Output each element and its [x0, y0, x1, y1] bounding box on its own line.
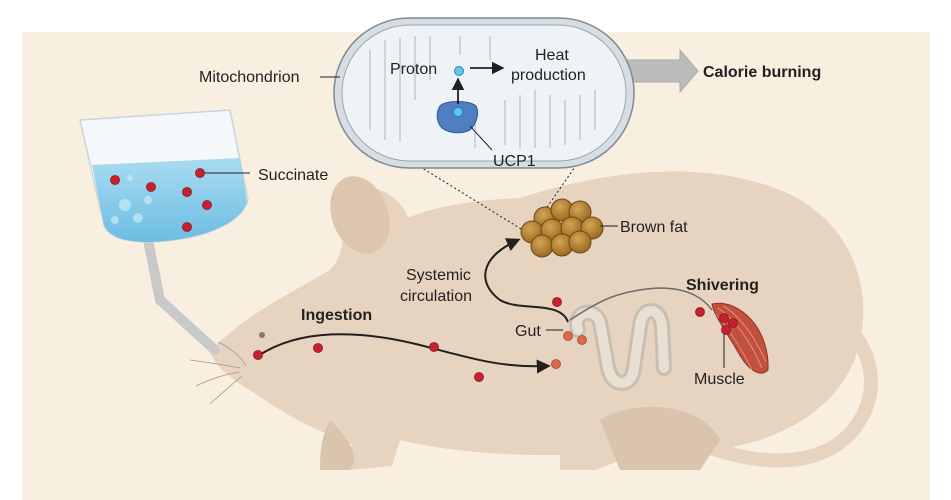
systemic-label-line1: Systemic: [406, 267, 471, 284]
pathway-succinate-dots: [253, 297, 738, 382]
ucp1-leader: [469, 125, 493, 151]
proton-dot-upper: [454, 66, 464, 76]
proton-dot-lower: [453, 107, 463, 117]
proton-label: Proton: [390, 61, 437, 78]
muscle-label: Muscle: [694, 371, 745, 388]
succinate-dot: [728, 318, 738, 328]
mouse-front-leg: [320, 420, 354, 470]
succinate-dot: [719, 313, 729, 323]
succinate-dot: [313, 343, 323, 353]
systemic-label-line2: circulation: [400, 288, 472, 305]
mitochondrion-label: Mitochondrion: [199, 69, 300, 86]
succinate-dot: [563, 331, 573, 341]
succinate-label: Succinate: [258, 167, 328, 184]
succinate-dot: [551, 359, 561, 369]
mouse-hind-leg: [600, 406, 720, 470]
succinate-dot: [552, 297, 562, 307]
heat-label-line2: production: [511, 67, 586, 84]
mouse-ear: [330, 176, 390, 254]
gut-succinate-dots: [551, 331, 587, 369]
succinate-dot: [146, 182, 156, 192]
succinate-dot: [182, 187, 192, 197]
shivering-label: Shivering: [686, 277, 759, 294]
mouse-eye: [259, 332, 265, 338]
ucp1-icon: [436, 101, 479, 134]
succinate-dot: [202, 200, 212, 210]
succinate-dot: [474, 372, 484, 382]
succinate-dot: [577, 335, 587, 345]
ucp1-label: UCP1: [493, 153, 536, 170]
systemic-circulation-arrow: [484, 238, 569, 323]
ingestion-label: Ingestion: [301, 307, 372, 324]
ingestion-arrow: [257, 333, 551, 374]
mouse-tail: [683, 323, 878, 468]
bottle-spout: [143, 235, 220, 355]
succinate-dot: [182, 222, 192, 232]
mouse-whiskers: [189, 341, 247, 405]
brown-fat-label: Brown fat: [620, 219, 688, 236]
heat-label-line1: Heat: [535, 47, 569, 64]
zoom-line-left: [392, 149, 527, 233]
succinate-dot: [253, 350, 263, 360]
water-bottle-icon: [79, 109, 249, 243]
succinate-dot: [429, 342, 439, 352]
brown-fat-cluster-icon: [520, 198, 604, 258]
mitochondrion-icon: [333, 17, 635, 169]
calorie-burning-label: Calorie burning: [703, 64, 821, 81]
gut-icon-inner: [572, 306, 669, 388]
succinate-dot: [695, 307, 705, 317]
circulation-to-muscle: [569, 287, 713, 321]
succinate-dot: [195, 168, 205, 178]
succinate-dot: [721, 325, 731, 335]
gut-label: Gut: [515, 323, 541, 340]
succinate-dot: [110, 175, 120, 185]
bottle-succinate-dots: [110, 168, 212, 232]
